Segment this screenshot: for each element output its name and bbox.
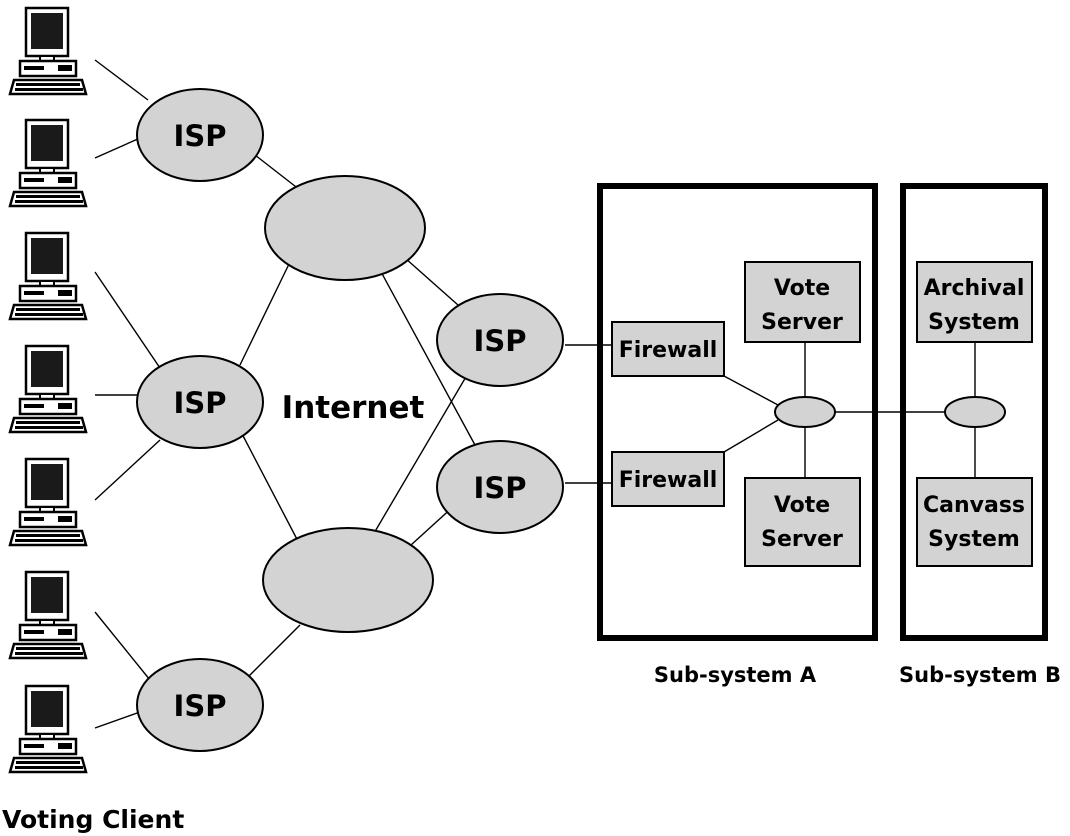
computer-icon bbox=[8, 118, 88, 208]
internet-cloud bbox=[264, 175, 426, 281]
network-hub bbox=[944, 396, 1006, 428]
isp-node: ISP bbox=[436, 440, 564, 534]
voting-clients bbox=[8, 6, 88, 774]
computer-icon bbox=[8, 344, 88, 434]
computer-icon bbox=[8, 684, 88, 774]
vote-server-label-line2: Server bbox=[761, 527, 843, 552]
isp-node: ISP bbox=[136, 88, 264, 182]
computer-icon bbox=[8, 231, 88, 321]
vote-server-label-line1: Vote bbox=[774, 493, 830, 518]
computer-icon bbox=[8, 6, 88, 96]
isp-label: ISP bbox=[174, 386, 227, 420]
vote-server-label-line1: Vote bbox=[774, 276, 830, 301]
archival-system-box: Archival System bbox=[916, 261, 1033, 343]
isp-node: ISP bbox=[136, 658, 264, 752]
computer-icon bbox=[8, 457, 88, 547]
isp-label: ISP bbox=[474, 324, 527, 358]
network-hub bbox=[774, 396, 836, 428]
firewall-label: Firewall bbox=[619, 468, 718, 493]
isp-label: ISP bbox=[474, 471, 527, 505]
vote-server-box: Vote Server bbox=[744, 261, 861, 343]
voting-client-label: Voting Client bbox=[2, 805, 184, 834]
isp-label: ISP bbox=[174, 119, 227, 153]
subsystem-a-label: Sub-system A bbox=[654, 663, 817, 687]
internet-cloud bbox=[262, 527, 434, 633]
vote-server-box: Vote Server bbox=[744, 477, 861, 567]
canvass-system-box: Canvass System bbox=[916, 477, 1033, 567]
internet-label: Internet bbox=[282, 390, 425, 426]
subsystem-b-frame bbox=[900, 183, 1048, 641]
firewall-box: Firewall bbox=[611, 321, 725, 377]
archival-label-line2: System bbox=[928, 310, 1020, 335]
connection-lines bbox=[94, 59, 976, 729]
archival-label-line1: Archival bbox=[924, 276, 1025, 301]
subsystem-b-label: Sub-system B bbox=[899, 663, 1061, 687]
canvass-label-line1: Canvass bbox=[923, 493, 1025, 518]
computer-icon bbox=[8, 570, 88, 660]
subsystem-a-frame bbox=[597, 183, 878, 641]
vote-server-label-line2: Server bbox=[761, 310, 843, 335]
isp-node: ISP bbox=[136, 355, 264, 449]
firewall-label: Firewall bbox=[619, 338, 718, 363]
firewall-box: Firewall bbox=[611, 451, 725, 507]
canvass-label-line2: System bbox=[928, 527, 1020, 552]
isp-node: ISP bbox=[436, 293, 564, 387]
isp-label: ISP bbox=[174, 689, 227, 723]
